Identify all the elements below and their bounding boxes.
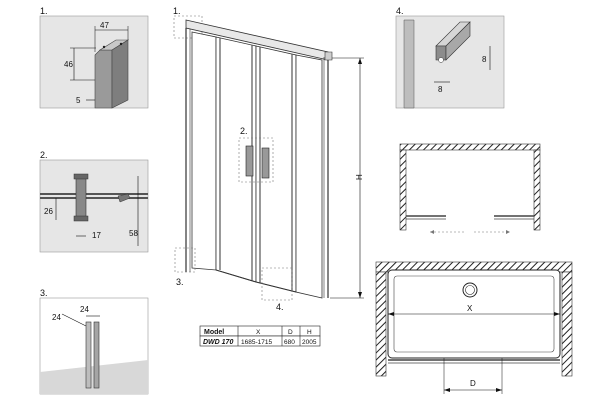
plan-small-right-wall — [533, 149, 541, 231]
detail-3-label: 3. — [40, 288, 48, 298]
table-header-x: X — [256, 329, 261, 336]
height-label: H — [355, 174, 364, 180]
plan-depth-label: D — [470, 379, 476, 388]
plan-width-label: X — [467, 304, 473, 313]
callout-3-box — [174, 247, 196, 273]
detail-3-b: 24 — [80, 305, 89, 314]
detail-1-label: 1. — [40, 6, 48, 16]
detail-2-frame — [39, 159, 149, 253]
fixed-panel-right — [295, 54, 323, 299]
plan-left-wall — [375, 271, 387, 377]
handle-right — [261, 147, 270, 179]
table-cell-model: DWD 170 — [203, 339, 233, 346]
table-header-d: D — [288, 329, 293, 336]
plan-small-back-wall — [399, 143, 541, 151]
plan-small-left-wall — [399, 149, 407, 231]
callout-3-label: 3. — [176, 277, 184, 287]
plan-right-wall — [561, 271, 573, 377]
table-cell-x: 1685-1715 — [241, 339, 272, 346]
detail-2-handle — [75, 175, 87, 221]
detail-2-w: 17 — [92, 231, 101, 240]
detail-3-profile — [85, 321, 92, 389]
detail-4: 4. 8 8 — [395, 6, 505, 109]
handle-left — [245, 145, 254, 177]
callout-1-label: 1. — [173, 6, 181, 16]
detail-1-offset: 5 — [76, 96, 81, 105]
detail-1: 1. 47 46 5 — [39, 6, 149, 109]
fixed-panel-left — [191, 31, 217, 271]
plan-view-small — [399, 143, 541, 234]
detail-2: 2. 26 17 58 — [39, 150, 149, 253]
main-door-view: 1. 2. 3. 4. H — [173, 6, 364, 312]
detail-2-h1: 26 — [44, 207, 53, 216]
table-header-h: H — [307, 329, 312, 336]
detail-4-w: 8 — [438, 85, 443, 94]
detail-4-label: 4. — [396, 6, 404, 16]
plan-view-large: X D — [375, 261, 573, 394]
detail-3: 3. 24 24 — [39, 288, 149, 395]
detail-1-height: 46 — [64, 60, 73, 69]
callout-1-box — [173, 15, 203, 39]
callout-4-label: 4. — [276, 302, 284, 312]
callout-2-label: 2. — [240, 126, 248, 136]
detail-2-h2: 58 — [129, 229, 138, 238]
table-cell-h: 2005 — [302, 339, 317, 346]
table-cell-d: 680 — [284, 339, 295, 346]
spec-table: Model X D H DWD 170 1685-1715 680 2005 — [199, 325, 321, 347]
drain — [462, 282, 478, 298]
detail-1-profile — [94, 49, 113, 109]
detail-3-a: 24 — [52, 313, 61, 322]
callout-4-box — [261, 267, 293, 301]
table-header-model: Model — [204, 329, 224, 336]
detail-2-label: 2. — [40, 150, 48, 160]
detail-1-width: 47 — [100, 21, 109, 30]
detail-1-frame — [39, 15, 149, 109]
callout-2-box — [238, 137, 274, 183]
detail-4-h: 8 — [482, 55, 487, 64]
